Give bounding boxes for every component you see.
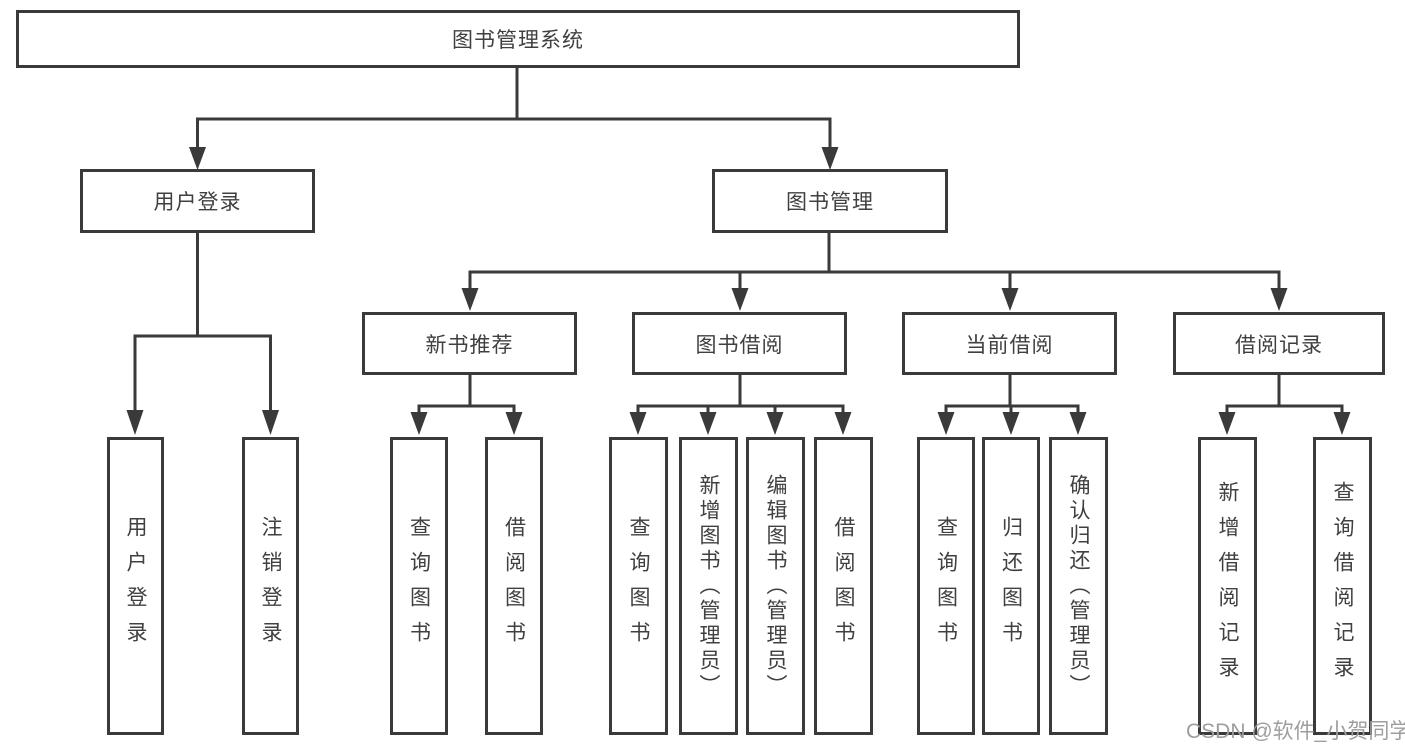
node-book-borrow: 图书借阅: [632, 312, 847, 375]
leaf-query-books-current: 查询图书: [917, 437, 975, 735]
node-label: 新增借阅记录: [1216, 481, 1240, 691]
node-label: 用户登录: [124, 516, 148, 656]
leaf-borrow-books-recommend: 借阅图书: [485, 437, 543, 735]
node-label: 借阅图书: [502, 516, 526, 656]
leaf-edit-books-admin: 编辑图书（管理员）: [746, 437, 805, 735]
node-user-login: 用户登录: [80, 169, 315, 233]
node-label: 查询借阅记录: [1331, 481, 1355, 691]
leaf-query-books-borrow: 查询图书: [609, 437, 668, 735]
node-borrow-records: 借阅记录: [1173, 312, 1385, 375]
node-label: 查询图书: [407, 516, 431, 656]
node-label: 图书管理系统: [452, 29, 584, 52]
node-label: 注销登录: [259, 516, 283, 656]
leaf-query-borrow-record: 查询借阅记录: [1313, 437, 1372, 735]
node-label: 查询图书: [627, 516, 651, 656]
node-label: 编辑图书（管理员）: [764, 473, 788, 699]
leaf-borrow-books: 借阅图书: [814, 437, 873, 735]
leaf-logout: 注销登录: [242, 437, 299, 735]
node-library-management-system: 图书管理系统: [16, 10, 1020, 68]
node-current-borrow: 当前借阅: [902, 312, 1117, 375]
node-label: 借阅记录: [1235, 333, 1323, 357]
node-new-book-recommend: 新书推荐: [362, 312, 577, 375]
leaf-confirm-return-admin: 确认归还（管理员）: [1049, 437, 1108, 735]
leaf-add-books-admin: 新增图书（管理员）: [679, 437, 738, 735]
node-label: 确认归还（管理员）: [1067, 473, 1091, 699]
node-label: 新书推荐: [425, 333, 514, 357]
node-label: 查询图书: [934, 516, 958, 656]
node-label: 图书管理: [786, 191, 874, 214]
node-label: 图书借阅: [695, 333, 784, 357]
csdn-watermark: CSDN @软件_小贺同学: [1186, 720, 1405, 743]
node-label: 新增图书（管理员）: [697, 473, 721, 699]
node-label: 借阅图书: [832, 516, 856, 656]
node-label: 归还图书: [999, 516, 1023, 656]
leaf-add-borrow-record: 新增借阅记录: [1198, 437, 1257, 735]
node-label: 用户登录: [153, 191, 242, 214]
leaf-query-books-recommend: 查询图书: [390, 437, 448, 735]
leaf-user-login: 用户登录: [107, 437, 164, 735]
node-label: 当前借阅: [965, 333, 1054, 357]
leaf-return-books: 归还图书: [982, 437, 1040, 735]
node-book-management: 图书管理: [712, 169, 948, 233]
